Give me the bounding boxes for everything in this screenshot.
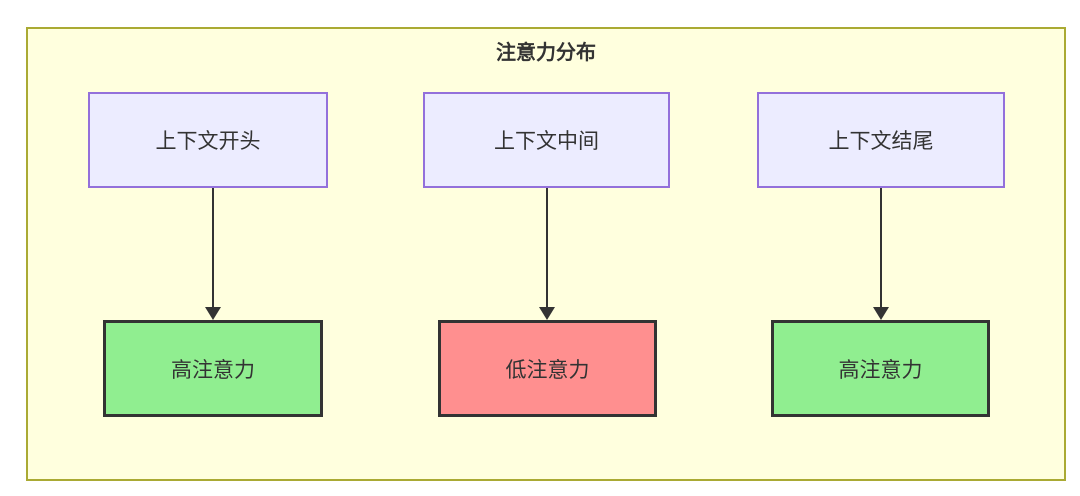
arrowhead-down-icon	[873, 307, 889, 320]
arrowhead-down-icon	[205, 307, 221, 320]
node-label: 上下文中间	[494, 130, 599, 153]
node-label: 上下文开头	[155, 130, 261, 153]
node-high-attention-right: 高注意力	[771, 320, 990, 417]
arrowhead-down-icon	[539, 307, 555, 320]
node-context-middle: 上下文中间	[423, 92, 670, 188]
node-context-end: 上下文结尾	[757, 92, 1005, 188]
node-high-attention-left: 高注意力	[103, 320, 323, 417]
edge-middle-to-low	[539, 188, 555, 320]
edge-line	[880, 188, 882, 307]
edge-line	[212, 188, 214, 307]
node-label: 上下文结尾	[828, 130, 934, 153]
node-context-start: 上下文开头	[88, 92, 328, 188]
node-label: 低注意力	[505, 358, 590, 382]
edge-end-to-high	[873, 188, 889, 320]
node-low-attention: 低注意力	[438, 320, 657, 417]
edge-line	[546, 188, 548, 307]
cluster-attention-distribution: 注意力分布 上下文开头 上下文中间 上下文结尾 高注意力 低注意力	[26, 27, 1066, 481]
edge-start-to-high	[205, 188, 221, 320]
node-label: 高注意力	[171, 358, 255, 382]
node-label: 高注意力	[838, 358, 923, 382]
cluster-title: 注意力分布	[496, 42, 596, 64]
